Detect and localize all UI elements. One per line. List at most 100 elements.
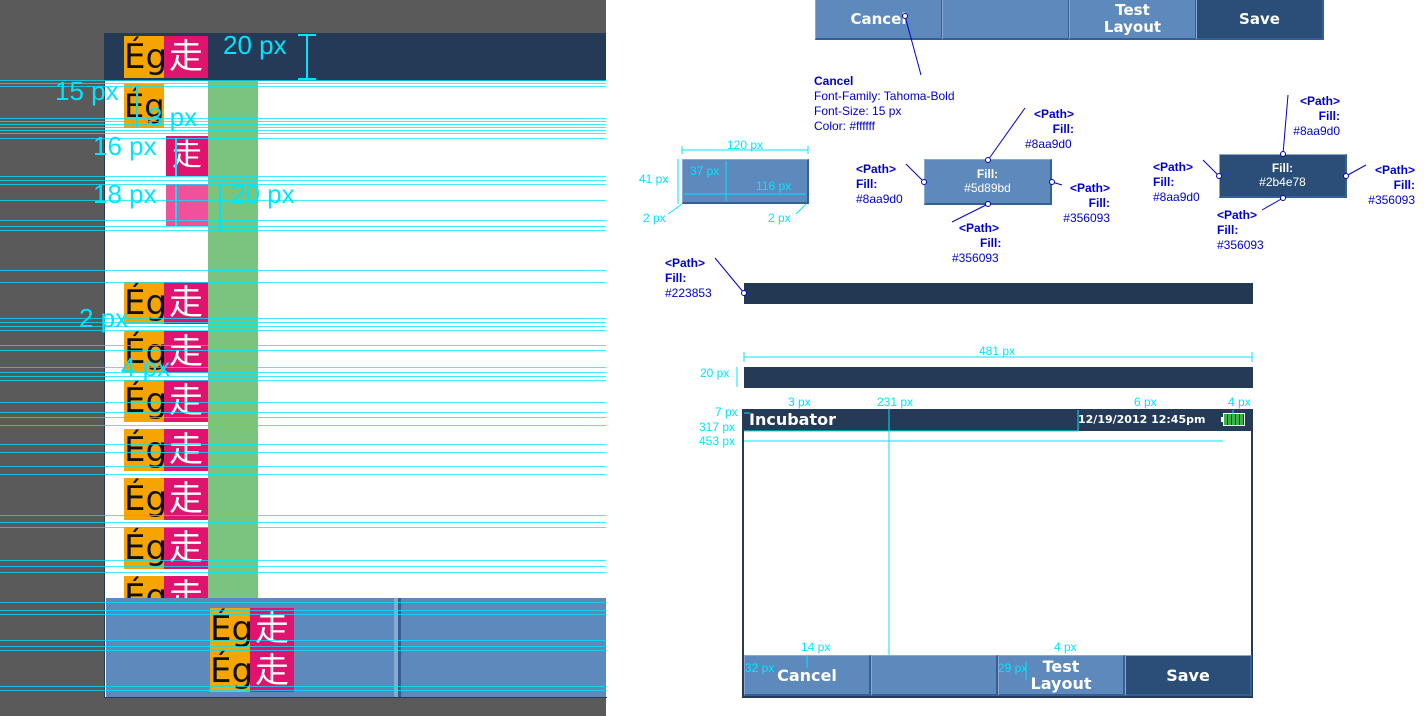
measure-row1: 15 px bbox=[55, 76, 119, 106]
zoomed-pink-box bbox=[166, 184, 208, 226]
top-save-label: Save bbox=[1239, 9, 1280, 28]
save-right-annotation: <Path> Fill: #356093 bbox=[1365, 163, 1415, 208]
dim-title-offset: 3 px bbox=[788, 395, 811, 409]
callout-dot-std-bottom bbox=[985, 201, 991, 207]
guide-line bbox=[0, 686, 606, 687]
guide-line bbox=[0, 417, 606, 418]
bar-path: <Path> bbox=[665, 256, 706, 270]
std-center-fill-label: Fill: bbox=[976, 167, 999, 181]
std-bottom-path: <Path> bbox=[959, 221, 1000, 235]
swatch-inner-height-label: 37 px bbox=[690, 164, 720, 178]
top-empty-button[interactable] bbox=[942, 0, 1070, 40]
glyph-zou-text: 走 bbox=[172, 138, 202, 173]
guide-line bbox=[0, 138, 606, 139]
glyph-eg: Ég bbox=[124, 331, 168, 373]
save-left-annotation: <Path> Fill: #8aa9d0 bbox=[1153, 160, 1200, 205]
guide-line bbox=[0, 330, 606, 331]
screen-cancel-button[interactable]: Cancel bbox=[744, 655, 871, 696]
glyph-eg: Ég bbox=[124, 527, 168, 569]
guide-line bbox=[0, 200, 606, 201]
guide-line bbox=[0, 133, 606, 134]
swatch-height-label: 41 px bbox=[639, 172, 669, 186]
measure-top-cap2 bbox=[298, 78, 316, 80]
callout-dot-std-top bbox=[985, 157, 991, 163]
guide-line bbox=[0, 350, 606, 351]
glyph-zou: 走 bbox=[250, 608, 294, 650]
swatch-border-right-label: 2 px bbox=[768, 211, 791, 225]
header-bar-sample bbox=[744, 283, 1253, 304]
screen-empty-button[interactable] bbox=[871, 655, 998, 696]
glyph-zou: 走 bbox=[164, 331, 208, 373]
bar-fill: #223853 bbox=[665, 286, 712, 300]
save-bottom-fill-label: Fill: bbox=[1217, 223, 1239, 237]
dim-cancel-pad: 32 px bbox=[745, 661, 775, 675]
screen-test-layout-button[interactable]: Test Layout bbox=[998, 655, 1125, 696]
std-top-fill: #8aa9d0 bbox=[1025, 137, 1072, 151]
top-cancel-button[interactable]: Cancel bbox=[815, 0, 943, 40]
save-top-annotation: <Path> Fill: #8aa9d0 bbox=[1290, 94, 1340, 139]
glyph-eg: Ég bbox=[124, 576, 168, 598]
std-left-annotation: <Path> Fill: #8aa9d0 bbox=[856, 162, 903, 207]
std-top-path: <Path> bbox=[1033, 107, 1074, 121]
bar-height-label: 20 px bbox=[700, 366, 730, 380]
callout-dot-save-top bbox=[1280, 151, 1286, 157]
save-center-fill-label: Fill: bbox=[1271, 161, 1294, 175]
std-bottom-annotation: <Path> Fill: #356093 bbox=[952, 221, 1001, 266]
guide-line bbox=[0, 184, 606, 185]
top-test-layout-label: Test Layout bbox=[1103, 0, 1162, 36]
guide-line bbox=[0, 86, 606, 87]
guide-line bbox=[0, 527, 606, 528]
std-right-annotation: <Path> Fill: #356093 bbox=[1062, 181, 1110, 226]
guide-line bbox=[0, 230, 606, 231]
screen-save-label: Save bbox=[1166, 665, 1210, 685]
guide-line bbox=[0, 318, 606, 319]
guide-line bbox=[0, 602, 606, 603]
callout-dot-bar bbox=[741, 290, 747, 296]
guide-line bbox=[0, 282, 606, 283]
cancel-spec-title: Cancel bbox=[814, 74, 854, 88]
std-bottom-fill: #356093 bbox=[952, 251, 999, 265]
std-right-path: <Path> bbox=[1069, 181, 1110, 195]
zoomed-green-column bbox=[208, 81, 258, 598]
glyph-zou: 走 bbox=[164, 478, 208, 520]
save-top-path: <Path> bbox=[1299, 94, 1340, 108]
screen-datetime: 12/19/2012 12:45pm bbox=[1078, 413, 1206, 426]
glyph-zou: 走 bbox=[164, 36, 208, 78]
swatch-width-label: 120 px bbox=[727, 138, 764, 152]
save-right-fill-label: Fill: bbox=[1393, 178, 1415, 192]
screen-save-button[interactable]: Save bbox=[1125, 655, 1252, 696]
glyph-eg: Ég bbox=[124, 282, 168, 324]
dim-test-pad: 29 px bbox=[998, 661, 1028, 675]
bar-annotation: <Path> Fill: #223853 bbox=[665, 256, 712, 301]
guide-line bbox=[0, 367, 606, 368]
std-left-fill-label: Fill: bbox=[856, 177, 878, 191]
screen-header bbox=[742, 409, 1253, 431]
save-center-fill: #2b4e78 bbox=[1259, 175, 1306, 189]
top-test-layout-button[interactable]: Test Layout bbox=[1069, 0, 1197, 40]
zoomed-button-divider bbox=[394, 598, 399, 697]
guide-line bbox=[0, 220, 606, 221]
guide-line bbox=[0, 444, 606, 445]
guide-line bbox=[0, 226, 606, 227]
glyph-zou: 走 bbox=[164, 429, 208, 471]
screen-test-layout-label: Test Layout bbox=[1030, 657, 1092, 693]
guide-line bbox=[0, 176, 606, 177]
dim-battery-x: 453 px bbox=[699, 434, 736, 448]
guide-line bbox=[0, 121, 606, 122]
glyph-eg: Ég bbox=[124, 478, 168, 520]
zoomed-small-zou-box bbox=[166, 136, 208, 176]
top-save-button[interactable]: Save bbox=[1196, 0, 1324, 40]
dim-btn-text-gap: 4 px bbox=[1054, 640, 1077, 654]
dim-btn-text-top: 14 px bbox=[801, 640, 831, 654]
dim-battery-gap: 4 px bbox=[1228, 395, 1251, 409]
guide-line bbox=[0, 322, 606, 323]
save-button-sample: Fill: #2b4e78 bbox=[1219, 154, 1347, 198]
zoomed-button-bar bbox=[106, 598, 606, 697]
guide-line bbox=[0, 566, 606, 567]
zoomed-glyph-small-zou: 走 bbox=[166, 136, 208, 176]
guide-line bbox=[0, 326, 606, 327]
